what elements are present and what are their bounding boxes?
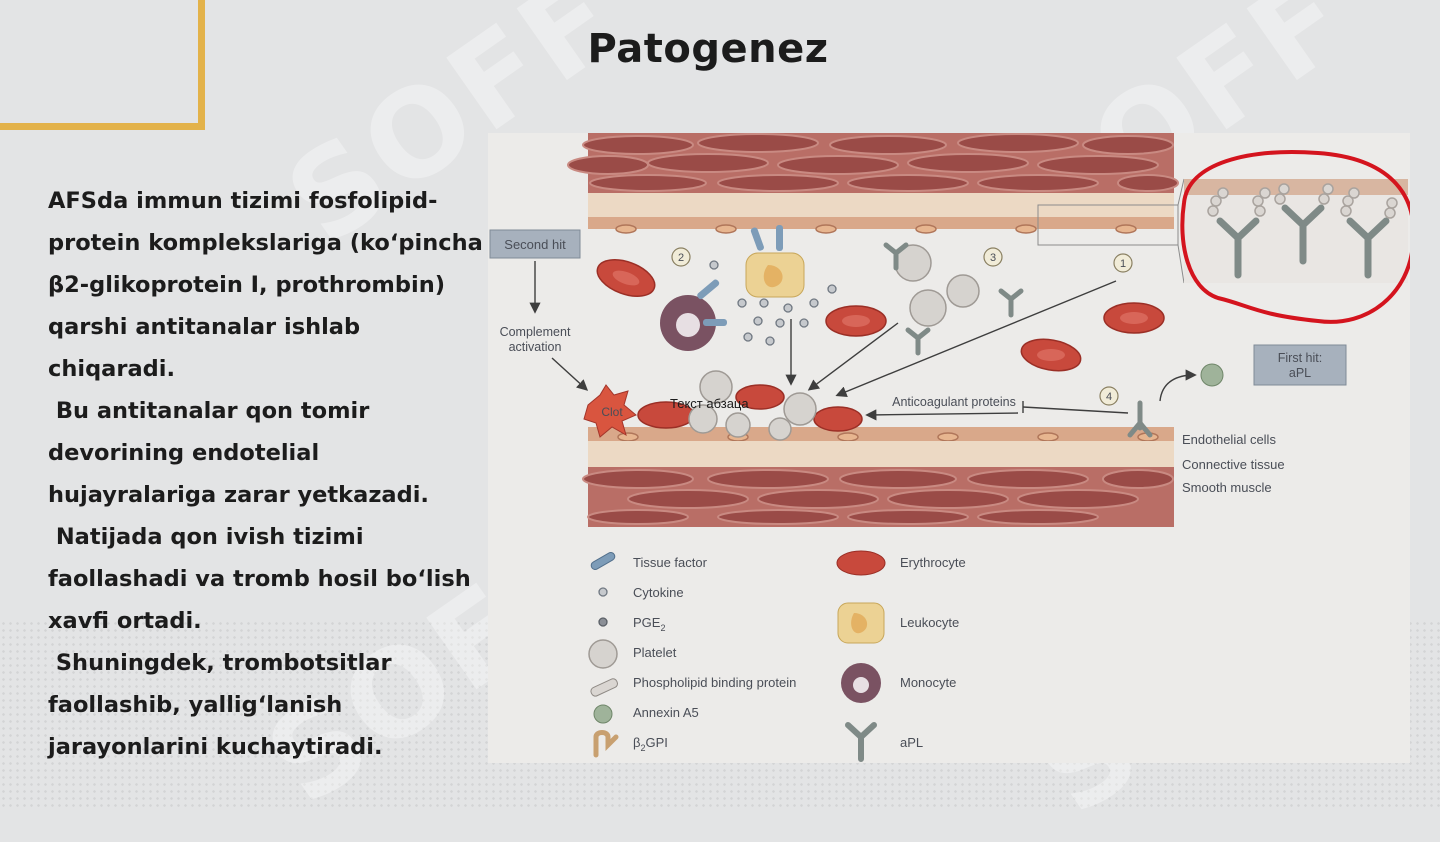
step-markers (671, 247, 1133, 406)
legend-label: Erythrocyte (900, 555, 966, 570)
step-number: 3 (990, 252, 996, 264)
first-hit-label: aPL (1289, 366, 1311, 380)
legend-label: β2GPI (633, 735, 668, 753)
vessel-wall-top (567, 133, 1179, 234)
annexin-a5 (1200, 363, 1224, 387)
cytokines (709, 260, 837, 346)
highlight-circle (1180, 150, 1410, 324)
decorative-frame (0, 0, 205, 130)
paragraph: Natijada qon ivish tizimi faollashadi va… (48, 524, 479, 634)
image-caption: Текст абзаца (670, 396, 749, 411)
legend-label: Phospholipid binding protein (633, 675, 796, 690)
legend-label: Monocyte (900, 675, 956, 690)
vessel-wall-bottom (582, 427, 1174, 527)
erythrocytes (596, 259, 1165, 432)
first-hit-label: First hit: (1278, 351, 1322, 365)
layer-label-connective: Connective tissue (1182, 457, 1285, 472)
paragraph: Shuningdek, trombotsitlar faollashib, ya… (48, 650, 400, 760)
legend: Tissue factor Cytokine PGE2 Platelet Pho… (588, 550, 966, 762)
apl-antibodies (883, 242, 1153, 438)
legend-label: Annexin A5 (633, 705, 699, 720)
legend-label: Leukocyte (900, 615, 959, 630)
step-number: 2 (678, 252, 684, 264)
legend-label: PGE2 (633, 615, 665, 633)
monocyte (660, 279, 727, 351)
legend-label: Tissue factor (633, 555, 708, 570)
layer-label-smooth: Smooth muscle (1182, 480, 1272, 495)
step-number: 1 (1120, 258, 1126, 270)
platelets (688, 244, 980, 441)
zoom-inset (1037, 150, 1410, 324)
arrows (529, 261, 1197, 421)
body-text: AFSda immun tizimi fosfolipid-protein ko… (48, 180, 488, 768)
paragraph: Bu antitanalar qon tomir devorining endo… (48, 398, 429, 508)
slide-title: Patogenez (587, 26, 829, 72)
legend-label: aPL (900, 735, 923, 750)
second-hit-box (489, 229, 581, 259)
legend-label: Platelet (633, 645, 677, 660)
first-hit-box (1253, 344, 1347, 386)
pathogenesis-diagram: Second hit Complement activation Clot An… (489, 133, 1410, 762)
clot (583, 384, 637, 438)
complement-label: Complement (500, 325, 571, 339)
clot-label: Clot (601, 405, 623, 419)
pathogenesis-figure: Second hit Complement activation Clot An… (488, 133, 1410, 763)
legend-label: Cytokine (633, 585, 684, 600)
complement-label: activation (509, 340, 562, 354)
anticoagulant-label: Anticoagulant proteins (892, 395, 1016, 409)
leukocyte (745, 225, 805, 298)
layer-label-endothelial: Endothelial cells (1182, 432, 1276, 447)
second-hit-label: Second hit (504, 237, 566, 252)
step-number: 4 (1106, 391, 1112, 403)
paragraph: AFSda immun tizimi fosfolipid-protein ko… (48, 188, 491, 382)
